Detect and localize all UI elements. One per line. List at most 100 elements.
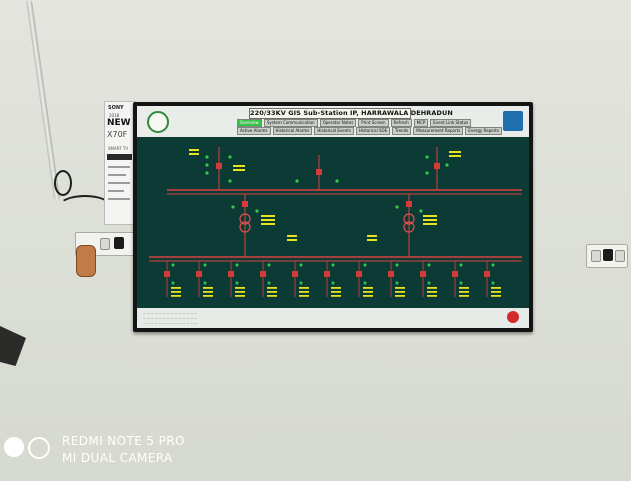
feeder-indicator xyxy=(203,281,207,285)
camera-watermark-dot-icon xyxy=(4,437,24,457)
scada-menu-historical-events[interactable]: Historical Events xyxy=(314,127,354,135)
feeder-measurement xyxy=(267,295,277,297)
feeder-measurement xyxy=(331,295,341,297)
feeder-measurement xyxy=(331,291,341,293)
scada-menu-active-alarms[interactable]: Active Alarms xyxy=(237,127,271,135)
feeder-measurement xyxy=(427,287,437,289)
socket xyxy=(615,250,625,262)
scada-menu-trends[interactable]: Trends xyxy=(392,127,412,135)
scada-menu-mcp[interactable]: MCP xyxy=(413,119,429,127)
plug xyxy=(114,237,124,249)
feeder-indicator xyxy=(299,281,303,285)
watermark-camera-label: MI DUAL CAMERA xyxy=(62,451,173,465)
feeder-measurement xyxy=(395,295,405,297)
open-indicators xyxy=(205,155,449,213)
transformer-1b xyxy=(239,221,251,233)
feeder-measurement xyxy=(171,287,181,289)
single-line-diagram-svg xyxy=(149,147,522,297)
feeder-measurement xyxy=(203,291,213,293)
feeder-indicator xyxy=(491,263,495,267)
vendor-logo-icon xyxy=(503,111,523,131)
sticker-line xyxy=(108,198,130,200)
feeder-measurement xyxy=(395,291,405,293)
watermark-phone-model: REDMI NOTE 5 PRO xyxy=(62,434,185,448)
single-line-diagram xyxy=(137,137,529,308)
measurement-blocks xyxy=(189,149,461,241)
plug xyxy=(603,249,613,261)
coiled-cable xyxy=(54,170,72,196)
feeder-indicator xyxy=(395,263,399,267)
scada-header: 220/33KV GIS Sub-Station IP, HARRAWALA D… xyxy=(137,106,529,137)
feeder-breaker xyxy=(484,271,490,277)
feeder-indicator xyxy=(331,281,335,285)
sticker-bar xyxy=(107,154,132,160)
feeder-measurement xyxy=(427,295,437,297)
scada-menu-overview[interactable]: Overview xyxy=(237,119,262,127)
cable-loop xyxy=(58,195,112,219)
scada-menu-refresh[interactable]: Refresh xyxy=(390,119,412,127)
tv-promo-sticker: SONY 2018 NEW X70F SMART TV xyxy=(104,101,136,225)
feeder-measurement xyxy=(235,295,245,297)
feeder-indicator xyxy=(395,281,399,285)
scada-menu-event-link-status[interactable]: Event Link Status xyxy=(430,119,472,127)
feeder-indicator xyxy=(427,281,431,285)
feeder-measurement xyxy=(491,295,501,297)
scada-menu-historical-soe[interactable]: Historical SOE xyxy=(355,127,391,135)
feeder-measurement xyxy=(267,287,277,289)
feeder-indicator xyxy=(171,281,175,285)
power-adapter xyxy=(76,245,96,277)
feeder-breaker xyxy=(452,271,458,277)
scada-menu-historical-alarms[interactable]: Historical Alarms xyxy=(272,127,313,135)
event-line: — — — — — — — — — — — — — — xyxy=(143,316,198,320)
scada-menu-operator-notes[interactable]: Operator Notes xyxy=(319,119,357,127)
feeder-measurement xyxy=(395,287,405,289)
television: 220/33KV GIS Sub-Station IP, HARRAWALA D… xyxy=(133,102,533,332)
feeder-breaker xyxy=(228,271,234,277)
feeder-indicator xyxy=(235,281,239,285)
feeder-measurement xyxy=(203,295,213,297)
feeder-indicator xyxy=(203,263,207,267)
feeder-measurement xyxy=(171,291,181,293)
feeder-indicator xyxy=(459,263,463,267)
feeder-measurement xyxy=(459,295,469,297)
feeder-measurement xyxy=(299,295,309,297)
scada-menu-measurement-reports[interactable]: Measurement Reports xyxy=(413,127,464,135)
outgoing-feeders xyxy=(164,261,501,297)
feeder-measurement xyxy=(459,287,469,289)
feeder-measurement xyxy=(427,291,437,293)
feeder-breaker xyxy=(388,271,394,277)
feeder-breaker xyxy=(196,271,202,277)
feeder-indicator xyxy=(267,263,271,267)
feeder-measurement xyxy=(491,291,501,293)
feeder-measurement xyxy=(203,287,213,289)
sticker-year: 2018 xyxy=(109,113,120,118)
feeder-indicator xyxy=(171,263,175,267)
socket xyxy=(100,238,110,250)
sticker-brand: SONY xyxy=(108,105,124,111)
feeder-measurement xyxy=(331,287,341,289)
feeder-indicator xyxy=(363,281,367,285)
feeder-group-upper xyxy=(218,147,438,257)
feeder-measurement xyxy=(363,295,373,297)
feeder-measurement xyxy=(459,291,469,293)
feeder-breaker xyxy=(324,271,330,277)
sticker-line xyxy=(108,190,124,192)
feeder-indicator xyxy=(459,281,463,285)
scada-title: 220/33KV GIS Sub-Station IP, HARRAWALA D… xyxy=(249,108,453,119)
feeder-measurement xyxy=(235,291,245,293)
sticker-line xyxy=(108,174,126,176)
feeder-breaker xyxy=(260,271,266,277)
scada-menu-print-screen[interactable]: Print Screen xyxy=(358,119,389,127)
feeder-breaker xyxy=(164,271,170,277)
scada-menu-system-communication[interactable]: System Communication xyxy=(263,119,318,127)
sticker-line xyxy=(108,166,130,168)
scada-event-footer: — — — — — — — — — — — — — — — — — — — — … xyxy=(137,308,529,328)
wall-switchboard-right xyxy=(586,244,628,268)
alarm-acknowledge-button[interactable] xyxy=(507,311,519,323)
scada-menu-energy-reports[interactable]: Energy Reports xyxy=(465,127,502,135)
transformer-2 xyxy=(403,213,415,225)
feeder-indicator xyxy=(363,263,367,267)
utility-logo-icon xyxy=(147,111,169,133)
tv-screen: 220/33KV GIS Sub-Station IP, HARRAWALA D… xyxy=(137,106,529,328)
